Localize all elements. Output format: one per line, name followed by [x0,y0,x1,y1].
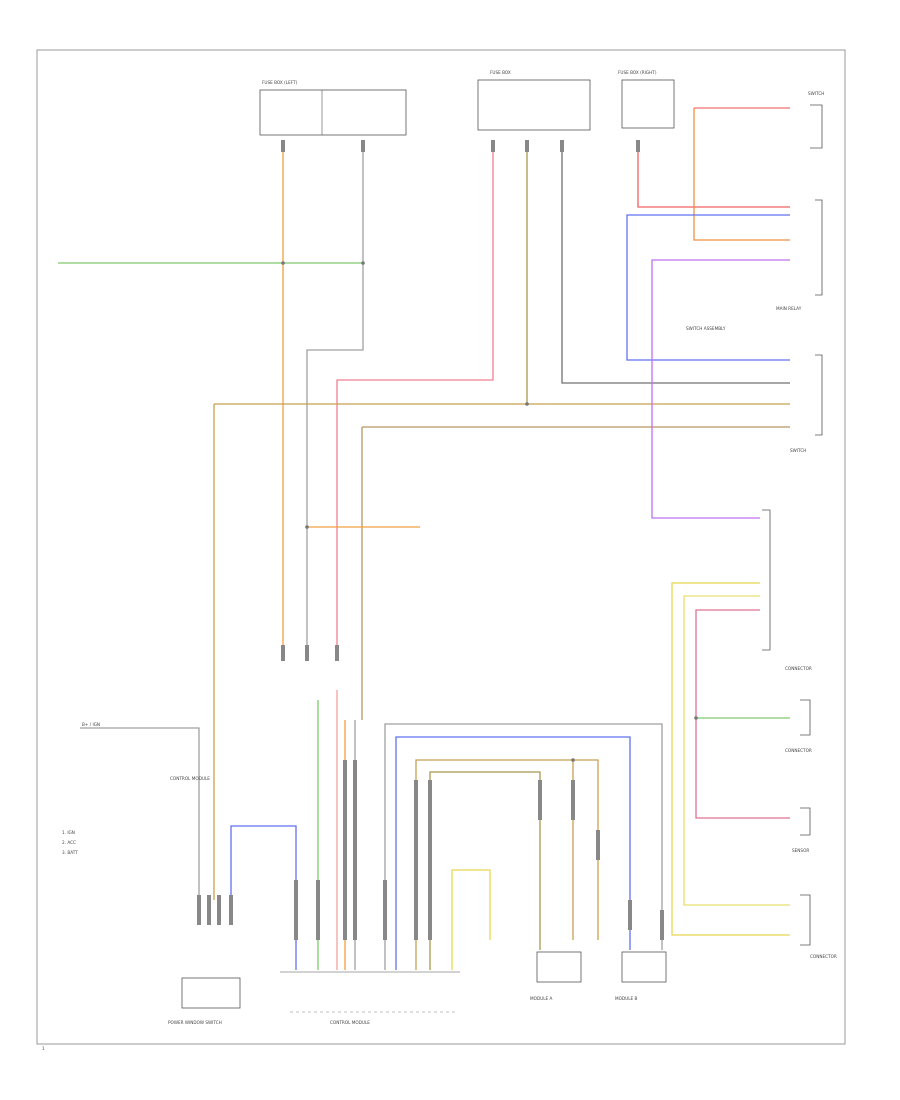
label-switch-assembly: SWITCH ASSEMBLY [686,326,726,331]
components [181,79,823,1013]
conn-mark [335,645,339,661]
label-lower-switch: SWITCH [790,448,806,453]
wire-yellow-harness [451,869,491,970]
conn-mark [525,140,529,152]
wire-grey-left-1 [80,727,200,920]
junction-dot [281,261,285,265]
page-number: 1 [42,1046,45,1051]
junction-dot [525,402,529,406]
left-power-switch [181,977,241,1009]
wires [58,107,790,970]
conn-mark [353,760,357,940]
conn-mark [281,645,285,661]
label-center-module: CONTROL MODULE [330,1020,370,1025]
conn-mark [305,645,309,661]
fuse-box-center [477,79,591,131]
module-a [536,951,582,983]
legend-item: 1. IGN [62,830,75,835]
label-connector-bottom: CONNECTOR [785,748,812,753]
label-small-connector: CONNECTOR [810,954,837,959]
label-module-b: MODULE B [615,996,638,1001]
conn-mark [596,830,600,860]
label-left-module: CONTROL MODULE [170,776,210,781]
label-fuse-box-right: FUSE BOX (RIGHT) [618,70,657,75]
conn-mark [628,900,632,930]
wire-grey-harness-outer [384,723,663,970]
legend-item: 3. BATT [62,850,78,855]
note-b-plus: B+ / IGN [82,722,100,727]
connector-top [762,509,771,651]
conn-mark [538,780,542,820]
label-rear-right-sensor: SENSOR [792,848,809,853]
fuse-box-left [259,89,407,136]
label-main-relay: MAIN RELAY [776,306,802,311]
rear-right-sensor [800,807,811,836]
conn-mark [197,895,201,925]
junction-dot [694,716,698,720]
wire-darkgrey-vertical [561,140,790,384]
wire-blue-right [626,214,790,361]
conn-mark [660,910,664,940]
lower-switch [815,354,823,436]
conn-mark [560,140,564,152]
fuse-box-right [621,79,675,129]
conn-mark [428,780,432,940]
wire-tan-harness [415,759,599,970]
wire-blue-left [230,825,297,970]
label-left-power-switch: POWER WINDOW SWITCH [168,1020,222,1025]
wire-blue-harness [395,736,631,970]
wire-red-right [637,140,790,208]
label-upper-switch: SWITCH [808,91,824,96]
junctions [281,261,698,762]
legend-item: 2. ACC [62,840,76,845]
conn-mark [361,140,365,152]
main-relay [815,199,823,296]
wire-pink-long [336,140,494,660]
wire-olive-harness [429,771,541,970]
connector-bottom [800,699,811,736]
label-fuse-box-left: FUSE BOX (LEFT) [262,80,298,85]
conn-mark [207,895,211,925]
conn-mark [294,880,298,940]
conn-mark [383,880,387,940]
conn-mark [636,140,640,152]
conn-mark [229,895,233,925]
wire-pink-right-lower [695,609,790,819]
wire-purple-right [651,259,790,519]
module-b [621,951,667,983]
connector-marks [197,140,664,940]
junction-dot [361,261,365,265]
conn-mark [343,760,347,940]
conn-mark [491,140,495,152]
junction-dot [571,758,575,762]
label-connector-top: CONNECTOR [785,666,812,671]
wire-yellow-1 [671,582,790,936]
small-connector [800,894,811,946]
wire-orange-right [693,108,790,241]
upper-switch [810,104,823,149]
label-fuse-box-center: FUSE BOX [490,70,511,75]
labels: FUSE BOX (LEFT) FUSE BOX FUSE BOX (RIGHT… [42,70,837,1051]
junction-dot [305,525,309,529]
conn-mark [316,880,320,940]
conn-mark [414,780,418,940]
conn-mark [281,140,285,152]
diagram-frame [36,49,846,1045]
wire-yellow-2 [683,595,790,906]
label-module-a: MODULE A [530,996,553,1001]
wire-grey-vertical-left [306,140,364,660]
conn-mark [217,895,221,925]
conn-mark [571,780,575,820]
